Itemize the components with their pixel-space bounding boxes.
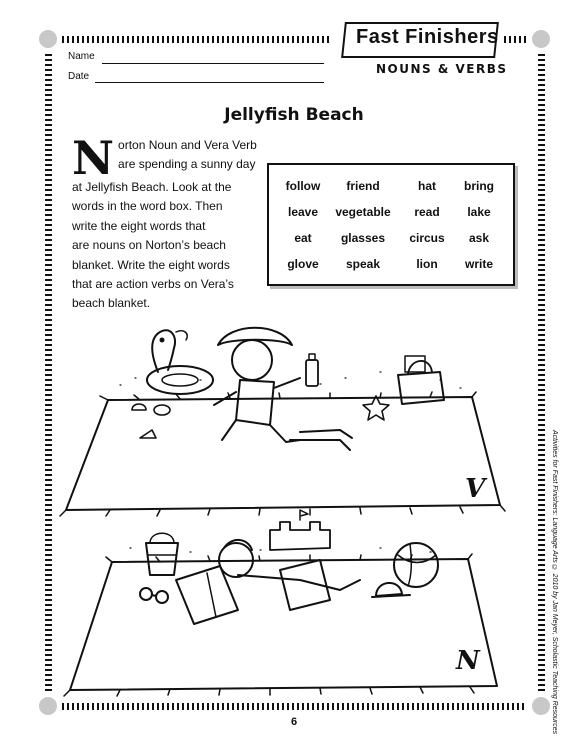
intro-line: beach blanket. [72, 296, 151, 311]
bottom-border [62, 703, 527, 710]
banner-subtitle: NOUNS & VERBS [376, 62, 508, 76]
word-lion: lion [416, 257, 438, 271]
intro-line: words in the word box. Then [72, 199, 223, 214]
norton-blanket-letter: N [456, 646, 480, 676]
right-border [538, 54, 545, 692]
intro-line: that are action verbs on Vera’s [72, 277, 234, 292]
vera-blanket [65, 396, 501, 511]
corner-dot-bottom-right [532, 697, 550, 715]
drop-cap: N [72, 131, 115, 185]
intro-line: write the eight words that [72, 218, 206, 233]
left-border [45, 54, 52, 692]
page-number: 6 [290, 716, 298, 728]
corner-dot-top-left [39, 30, 57, 48]
intro-line: are nouns on Norton’s beach [72, 238, 226, 253]
word-glove: glove [287, 257, 319, 271]
name-label: Name [68, 51, 95, 62]
intro-line: are spending a sunny day [118, 157, 256, 172]
word-friend: friend [346, 179, 380, 193]
word-ask: ask [468, 231, 490, 245]
instructions-paragraph: N orton Noun and Vera Verb are spending … [72, 131, 264, 314]
word-read: read [414, 205, 440, 219]
copyright-credit: Activities for Fast Finishers: Language … [551, 430, 558, 735]
vera-blanket-letter: V [465, 474, 486, 504]
date-line[interactable] [95, 82, 324, 83]
word-bring: bring [464, 179, 494, 193]
top-border [62, 36, 332, 43]
corner-dot-bottom-left [39, 697, 57, 715]
page-title: Jellyfish Beach [224, 105, 364, 125]
word-circus: circus [409, 231, 445, 245]
word-write: write [464, 257, 493, 271]
norton-blanket [69, 558, 498, 691]
word-speak: speak [345, 257, 381, 271]
intro-line: orton Noun and Vera Verb [118, 138, 257, 152]
word-box: follow friend hat bring leave vegetable … [267, 163, 515, 286]
intro-line: blanket. Write the eight words [72, 257, 230, 272]
intro-line: at Jellyfish Beach. Look at the [72, 180, 232, 194]
word-hat: hat [418, 179, 436, 193]
word-vegetable: vegetable [335, 205, 391, 219]
corner-dot-top-right [532, 30, 550, 48]
date-label: Date [68, 71, 90, 82]
word-leave: leave [287, 205, 319, 219]
word-eat: eat [294, 231, 312, 245]
name-line[interactable] [102, 63, 324, 64]
word-lake: lake [467, 205, 491, 219]
top-border-right [504, 36, 526, 43]
banner-title: Fast Finishers [356, 26, 499, 48]
word-follow: follow [285, 179, 321, 193]
word-glasses: glasses [340, 231, 386, 245]
